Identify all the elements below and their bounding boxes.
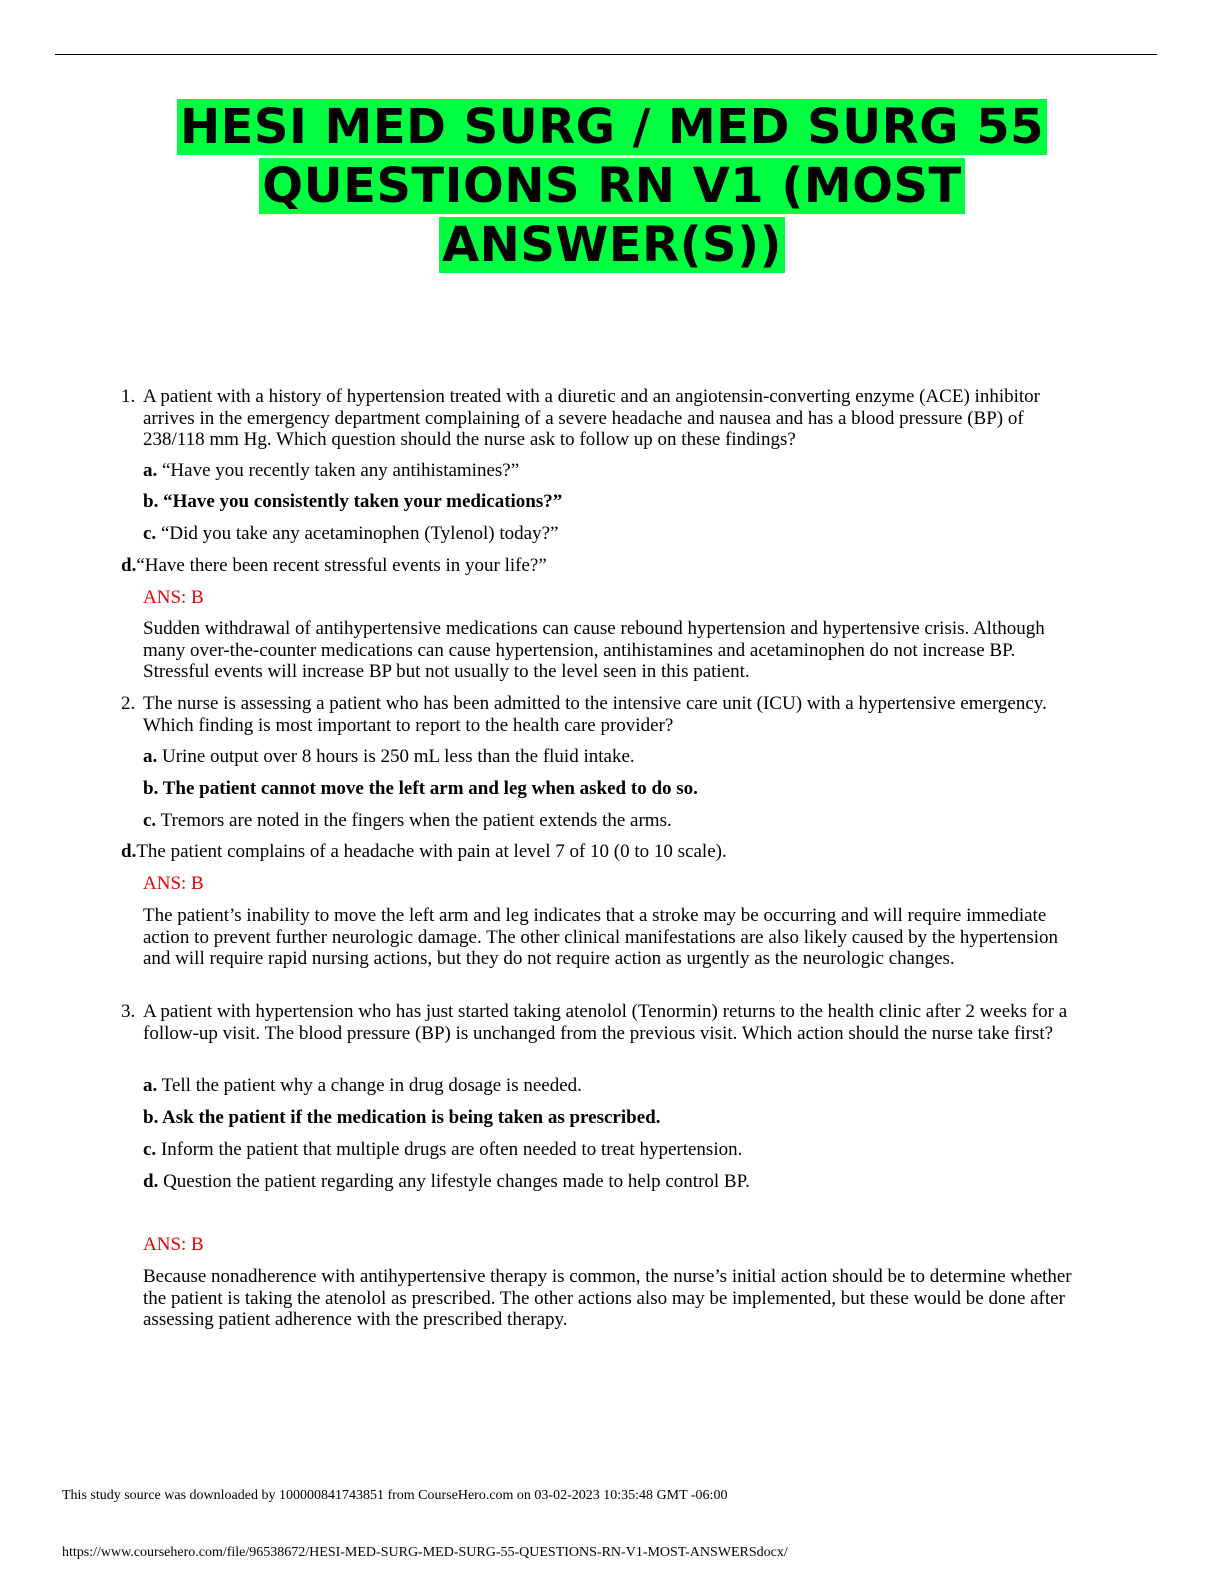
question-text: The nurse is assessing a patient who has…: [143, 693, 1047, 736]
option-2c: c. Tremors are noted in the fingers when…: [143, 810, 672, 831]
title-line-3: ANSWER(S)): [112, 216, 1112, 275]
question-text: A patient with hypertension who has just…: [143, 1001, 1068, 1044]
option-1b-correct: b. “Have you consistently taken your med…: [143, 491, 563, 512]
option-3b-correct: b. Ask the patient if the medication is …: [143, 1107, 661, 1128]
title-line-2: QUESTIONS RN V1 (MOST: [112, 157, 1112, 216]
download-source-note: This study source was downloaded by 1000…: [62, 1488, 728, 1503]
question-1: 1. A patient with a history of hypertens…: [0, 386, 1224, 686]
option-3d: d. Question the patient regarding any li…: [143, 1171, 750, 1192]
answer-1: ANS: B: [143, 587, 204, 608]
question-number: 3.: [121, 1001, 136, 1022]
question-number: 1.: [121, 386, 136, 407]
question-2: 2. The nurse is assessing a patient who …: [0, 693, 1224, 743]
option-3c: c. Inform the patient that multiple drug…: [143, 1139, 743, 1160]
title-line-1: HESI MED SURG / MED SURG 55: [112, 98, 1112, 157]
option-2b-correct: b. The patient cannot move the left arm …: [143, 778, 698, 799]
option-1d: d.“Have there been recent stressful even…: [121, 555, 547, 576]
answer-2: ANS: B: [143, 873, 204, 894]
page-title: HESI MED SURG / MED SURG 55 QUESTIONS RN…: [112, 98, 1112, 275]
top-rule: [55, 54, 1157, 55]
answer-3: ANS: B: [143, 1234, 204, 1255]
rationale-2: The patient’s inability to move the left…: [143, 905, 1059, 969]
rationale-1: Sudden withdrawal of antihypertensive me…: [143, 618, 1045, 682]
option-1a: a. “Have you recently taken any antihist…: [143, 460, 520, 481]
option-2a: a. Urine output over 8 hours is 250 mL l…: [143, 746, 635, 767]
option-2d: d.The patient complains of a headache wi…: [121, 841, 727, 862]
question-3: 3. A patient with hypertension who has j…: [0, 1001, 1224, 1071]
question-number: 2.: [121, 693, 136, 714]
option-3a: a. Tell the patient why a change in drug…: [143, 1075, 582, 1096]
option-1c: c. “Did you take any acetaminophen (Tyle…: [143, 523, 559, 544]
question-text: A patient with a history of hypertension…: [143, 386, 1040, 450]
rationale-3: Because nonadherence with antihypertensi…: [143, 1266, 1072, 1330]
source-url-link[interactable]: https://www.coursehero.com/file/96538672…: [62, 1545, 788, 1560]
